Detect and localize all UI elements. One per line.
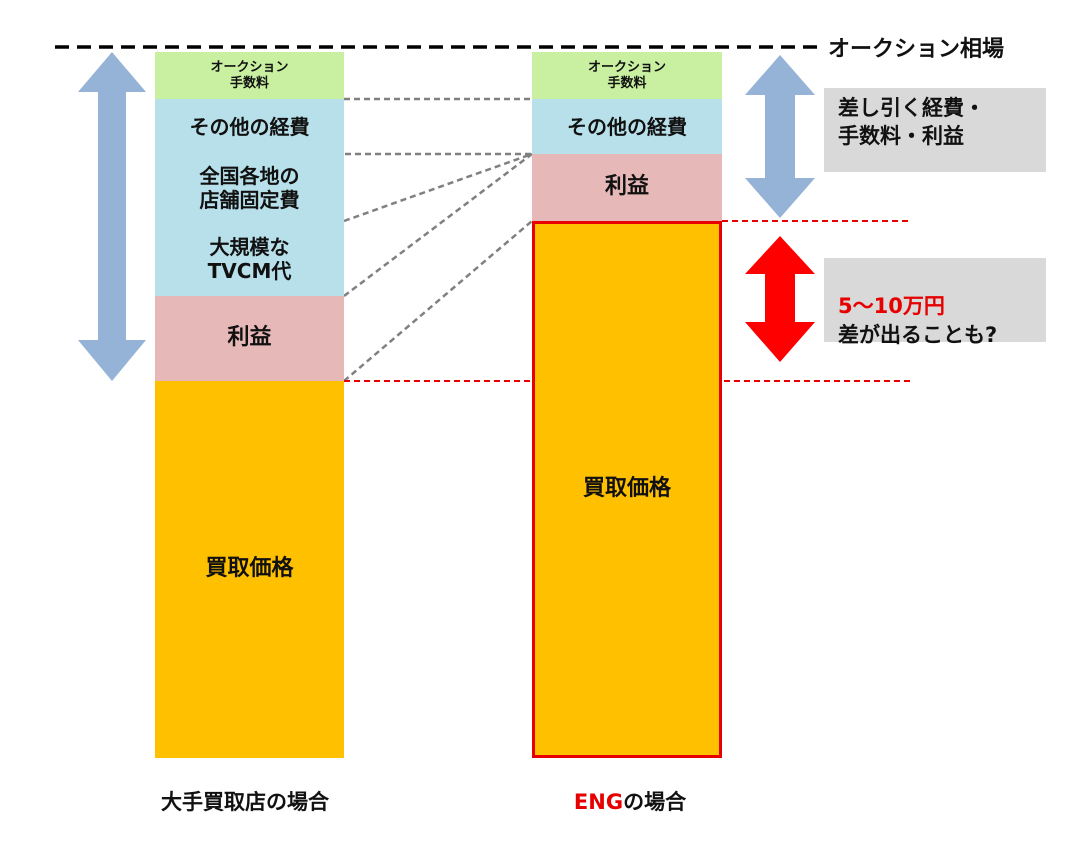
right-profit-block: 利益 bbox=[532, 154, 722, 221]
connector-line-6 bbox=[343, 220, 533, 382]
connector-line-4 bbox=[343, 152, 533, 223]
left-store-fixed-cost-block: 全国各地の 店舗固定費 bbox=[155, 154, 344, 221]
left-tvcm-cost-block: 大規模な TVCM代 bbox=[155, 221, 344, 296]
right-purchase-price-block: 買取価格 bbox=[532, 221, 722, 758]
left-column-caption: 大手買取店の場合 bbox=[161, 790, 329, 814]
right-caption-suffix: の場合 bbox=[623, 790, 687, 814]
left-auction-fee-block: オークション 手数料 bbox=[155, 52, 344, 99]
right-auction-fee-block: オークション 手数料 bbox=[532, 52, 722, 99]
difference-amount: 5〜10万円 bbox=[838, 294, 945, 319]
left-profit-block: 利益 bbox=[155, 296, 344, 381]
deduction-note: 差し引く経費・ 手数料・利益 bbox=[824, 88, 1046, 172]
eng-brand-label: ENG bbox=[573, 790, 624, 814]
right-other-expenses-block: その他の経費 bbox=[532, 99, 722, 154]
difference-arrow bbox=[745, 236, 815, 362]
difference-note: 5〜10万円差が出ることも? bbox=[824, 258, 1046, 347]
connector-line-5 bbox=[343, 153, 533, 297]
left-double-arrow bbox=[78, 52, 146, 381]
left-other-expenses-block: その他の経費 bbox=[155, 99, 344, 154]
left-purchase-price-block: 買取価格 bbox=[155, 381, 344, 758]
right-double-arrow bbox=[745, 55, 815, 218]
difference-text: 差が出ることも? bbox=[838, 322, 998, 347]
right-column-caption: ENGの場合 bbox=[500, 786, 760, 816]
auction-price-label: オークション相場 bbox=[828, 37, 1005, 62]
